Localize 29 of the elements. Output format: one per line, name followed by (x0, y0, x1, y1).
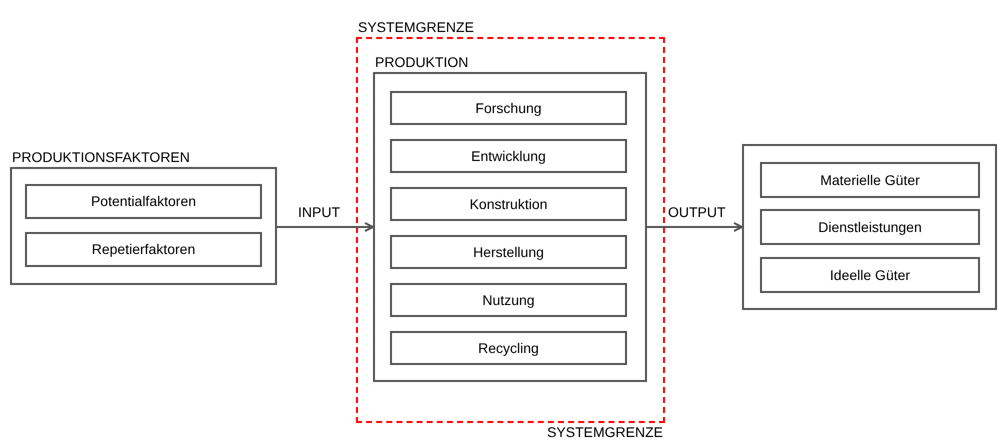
group-heading: SYSTEMGRENZE (358, 18, 474, 36)
box-label: Nutzung (482, 290, 535, 310)
process-box (760, 162, 980, 198)
process-box (25, 232, 262, 267)
box-label: Konstruktion (470, 194, 548, 214)
arrow (647, 222, 743, 232)
process-box (760, 257, 980, 293)
group-heading: PRODUKTION (375, 53, 468, 71)
box-label: Potentialfaktoren (90, 192, 196, 211)
process-box (390, 283, 627, 317)
boundary-label: SYSTEMGRENZE (547, 423, 663, 441)
box-label: Ideelle Güter (830, 266, 910, 284)
process-box (390, 139, 627, 173)
process-box (390, 331, 627, 365)
box-label: Entwicklung (471, 146, 546, 166)
process-box (390, 187, 627, 221)
box-label: Forschung (475, 98, 542, 118)
box-label: Repetierfaktoren (92, 240, 196, 259)
box-label: Herstellung (473, 242, 544, 262)
box-label: Materielle Güter (820, 170, 920, 190)
group-box (742, 144, 997, 310)
box-label: Recycling (478, 338, 539, 358)
process-box (25, 184, 262, 219)
process-box (390, 235, 627, 269)
arrow (277, 222, 374, 232)
group-heading: PRODUKTIONSFAKTOREN (12, 148, 190, 166)
process-box (760, 209, 980, 245)
process-box (390, 91, 627, 125)
box-label: Dienstleistungen (818, 218, 922, 237)
